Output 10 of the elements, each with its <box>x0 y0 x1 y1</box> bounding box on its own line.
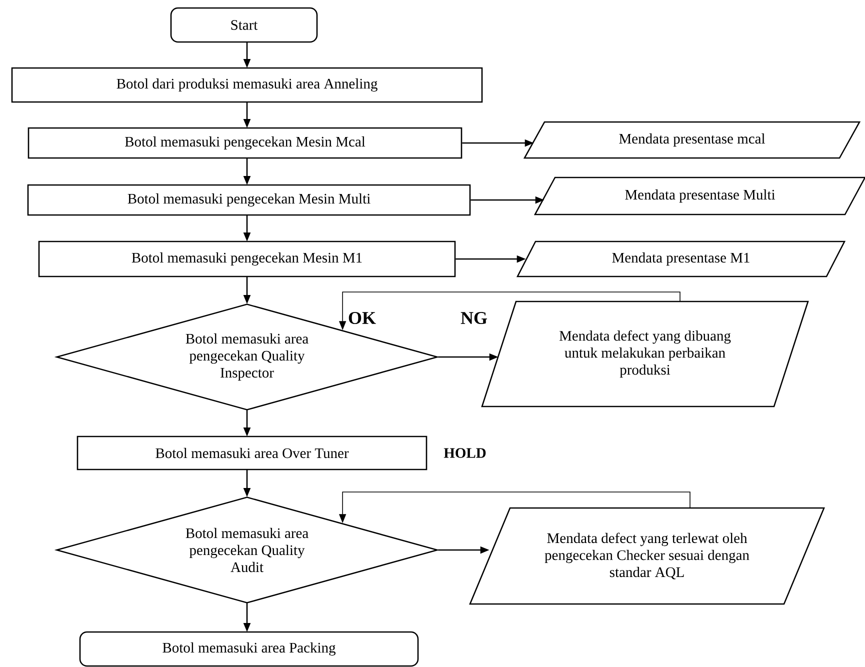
process-box: Botol memasuki pengecekan Mesin Mcal <box>28 127 462 159</box>
process-box: Botol dari produksi memasuki area Anneling <box>11 67 483 103</box>
process-box: Botol memasuki area Over Tuner <box>76 436 428 470</box>
terminal-box: Botol memasuki area Packing <box>79 631 419 667</box>
process-box: Botol memasuki pengecekan Mesin M1 <box>38 240 456 278</box>
terminal-box: Start <box>170 7 318 43</box>
edge-label: OK <box>348 312 376 324</box>
status-label: HOLD <box>444 448 486 458</box>
process-box: Botol memasuki pengecekan Mesin Multi <box>27 184 471 216</box>
data-parallelogram: Mendata defect yang terlewat oleh pengecekan Checker sesuai dengan standar AQL <box>469 507 825 605</box>
